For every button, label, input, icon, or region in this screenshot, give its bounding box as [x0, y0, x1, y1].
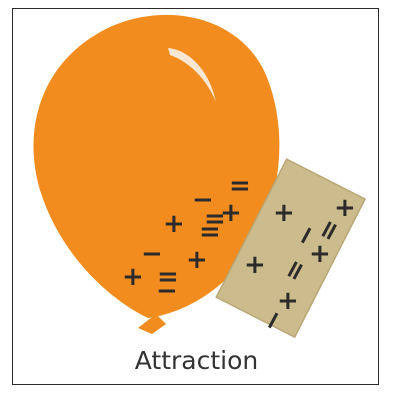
balloon-charge: =: [204, 204, 226, 234]
balloon-charge: −: [141, 239, 163, 269]
cloth-charge: +: [244, 250, 266, 280]
cloth-charge: +: [334, 193, 356, 223]
balloon: [33, 14, 280, 318]
cloth: [215, 158, 367, 339]
balloon-charge: =: [157, 262, 179, 292]
cloth-charge: +: [309, 239, 331, 269]
balloon-charge: −: [192, 185, 214, 215]
cloth-charge: +: [277, 286, 299, 316]
balloon-charge: =: [229, 171, 251, 201]
balloon-charge: +: [122, 262, 144, 292]
caption: Attraction: [134, 346, 259, 375]
cloth-charge: +: [273, 198, 295, 228]
balloon-knot: [138, 314, 166, 334]
balloon-charges: = + − + = + − = + = + −: [122, 171, 251, 306]
balloon-charge: +: [186, 245, 208, 275]
balloon-highlight: [168, 48, 216, 102]
balloon-charge: −: [156, 276, 178, 306]
balloon-charge: =: [199, 217, 221, 247]
balloon-charge: +: [163, 209, 185, 239]
balloon-charge: +: [220, 198, 242, 228]
